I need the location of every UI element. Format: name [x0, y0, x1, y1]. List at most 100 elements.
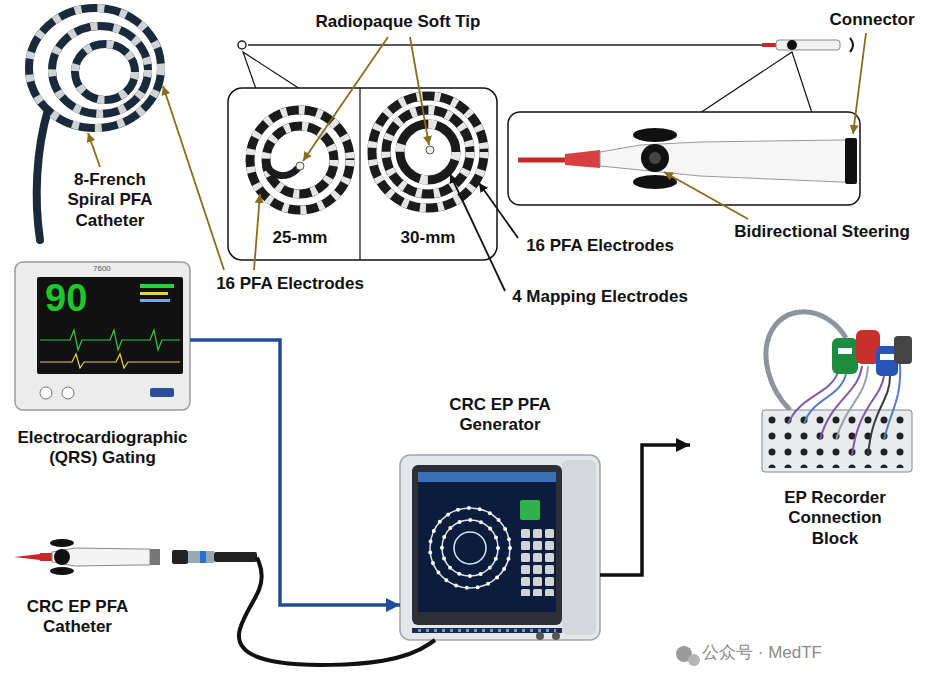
generator-device — [454, 532, 486, 564]
generator-device — [418, 472, 556, 482]
spiral-catheter — [75, 44, 135, 100]
leader-line — [88, 133, 100, 167]
callout-pointer — [243, 52, 300, 89]
monitor-device — [15, 262, 190, 410]
spiral-30mm — [372, 96, 484, 208]
monitor-device — [140, 292, 168, 295]
spiral-30mm — [386, 110, 470, 194]
monitor-device — [140, 299, 170, 302]
recorder-device — [852, 376, 884, 456]
inset-panel — [228, 88, 497, 260]
spiral-30mm — [400, 124, 456, 180]
spiral-catheter — [52, 26, 148, 114]
generator-device — [562, 460, 596, 635]
spiral-catheter — [29, 8, 161, 128]
monitor-device — [150, 388, 174, 397]
full-catheter — [762, 43, 776, 47]
leader-line — [88, 33, 866, 291]
catheter-handle — [188, 551, 214, 563]
connector — [190, 340, 400, 605]
catheter-handle — [50, 539, 74, 547]
full-catheter — [238, 38, 853, 52]
catheter-handle — [54, 549, 70, 565]
spiral-30mm — [386, 110, 470, 194]
recorder-device — [832, 338, 858, 374]
spiral-30mm — [372, 96, 484, 208]
handle-inset — [508, 112, 860, 205]
spiral-25mm — [250, 110, 350, 210]
spiral-catheter — [75, 44, 135, 100]
generator-device — [400, 455, 600, 640]
catheter-handle — [214, 552, 257, 562]
spiral-30mm — [400, 124, 456, 180]
device-label: CRC EP PFA Generator — [425, 395, 575, 436]
spiral-30mm — [372, 96, 484, 208]
handle-inset — [600, 140, 848, 182]
monitor-device — [62, 387, 74, 399]
catheter-handle — [150, 549, 160, 565]
spiral-catheter — [29, 8, 161, 128]
watermark-icon — [676, 646, 700, 666]
generator-device — [412, 465, 562, 625]
full-catheter — [776, 40, 840, 50]
spiral-25mm — [266, 160, 298, 176]
leader-line — [254, 194, 260, 270]
pfa-generator: CRC EP PFA Generator — [400, 455, 600, 640]
leader-line — [410, 37, 429, 145]
spiral-25mm — [250, 110, 350, 210]
catheter-handle — [52, 548, 150, 566]
device-label: EP Recorder Connection Block — [770, 488, 900, 549]
spiral-25mm — [250, 110, 350, 210]
recorder-block: EP Recorder Connection Block — [690, 305, 918, 478]
leader-line — [479, 183, 518, 238]
device-label: CRC EP PFA Catheter — [15, 597, 140, 638]
callout-pointer — [700, 52, 812, 113]
device-label: Electrocardiographic (QRS) Gating — [8, 428, 198, 469]
handle-inset — [508, 112, 860, 205]
catheter-handle — [14, 554, 40, 560]
generator-device — [430, 508, 510, 588]
spiral-30mm — [426, 146, 434, 154]
monitor-device — [40, 354, 180, 368]
leader-line — [450, 174, 505, 291]
monitor-device — [140, 284, 174, 288]
generator-device — [418, 472, 556, 612]
recorder-device — [880, 354, 894, 360]
generator-device — [442, 520, 498, 576]
handle-inset — [633, 175, 677, 189]
connector — [239, 558, 435, 665]
part-label: Connector — [830, 10, 915, 30]
catheter-handle — [40, 553, 52, 561]
dimension-label: 25-mm — [273, 228, 328, 248]
spiral-25mm — [266, 126, 334, 194]
part-label: Radiopaque Soft Tip — [316, 12, 481, 32]
inset-panel — [359, 88, 360, 260]
full-catheter — [238, 41, 246, 49]
spiral-25mm — [296, 162, 304, 170]
dimension-label: 30-mm — [401, 228, 456, 248]
model-number: 7600 — [93, 264, 111, 274]
generator-device — [442, 520, 498, 576]
monitor-device — [15, 262, 190, 410]
inset-panel — [228, 88, 497, 260]
spiral-catheter — [37, 110, 48, 240]
pfa-catheter-handle: CRC EP PFA Catheter — [12, 535, 257, 580]
recorder-device — [894, 336, 912, 364]
spiral-catheter — [52, 26, 148, 114]
handle-inset — [633, 128, 677, 142]
leader-line — [853, 33, 866, 134]
generator-device — [536, 632, 544, 640]
handle-inset — [649, 152, 661, 164]
leader-line — [163, 86, 224, 270]
handle-inset — [845, 138, 857, 184]
generator-device — [418, 629, 556, 632]
full-catheter — [248, 44, 762, 46]
monitor-device — [37, 277, 183, 374]
catheter-handle — [172, 550, 188, 564]
watermark-icon — [688, 654, 700, 666]
part-label: 16 PFA Electrodes — [526, 236, 674, 256]
catheter-handle — [200, 551, 206, 563]
leader-line — [303, 37, 388, 161]
